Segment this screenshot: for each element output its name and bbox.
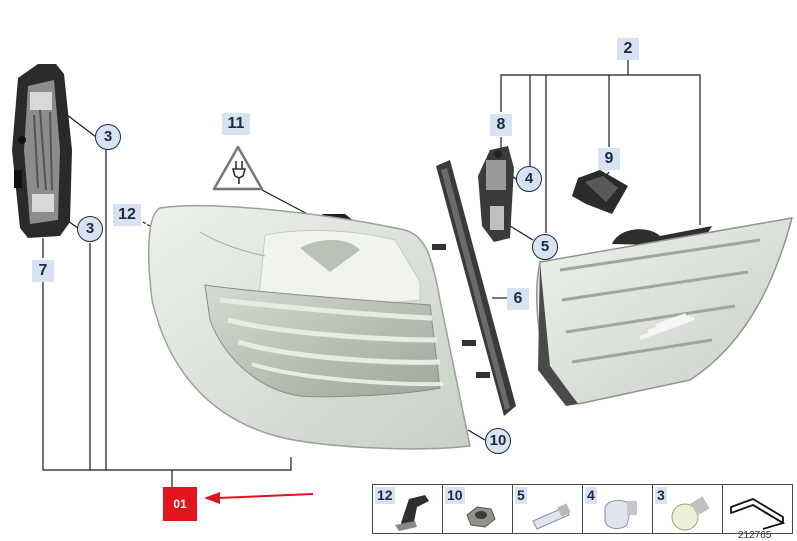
warning-triangle-icon (212, 145, 264, 191)
callout-3-upper[interactable]: 3 (95, 124, 121, 150)
assembly-tag-01[interactable]: 01 (163, 487, 197, 521)
legend-item-nav-arrow[interactable] (723, 485, 792, 533)
legend-number: 10 (445, 487, 465, 504)
callout-4[interactable]: 4 (516, 166, 542, 192)
document-number: 212765 (738, 530, 772, 541)
legend-number: 3 (655, 487, 667, 504)
ball-bulb-icon (671, 496, 710, 531)
callout-11: 11 (222, 113, 250, 135)
outer-tail-light (148, 204, 471, 450)
bulb-carrier-7 (12, 64, 72, 238)
connector-9 (572, 170, 628, 214)
legend-item-nut[interactable]: 10 (443, 485, 513, 533)
callout-7: 7 (32, 260, 54, 282)
legend-item-clip[interactable]: 12 (373, 485, 443, 533)
hex-nut-icon (466, 506, 496, 528)
callout-10[interactable]: 10 (485, 428, 511, 454)
callout-12: 12 (113, 204, 141, 226)
callout-2: 2 (617, 38, 639, 60)
callout-6: 6 (507, 288, 529, 310)
legend-item-wedge-bulb[interactable]: 4 (583, 485, 653, 533)
legend-number: 4 (585, 487, 597, 504)
wedge-bulb-icon (604, 500, 637, 529)
inner-tail-light (535, 217, 794, 406)
bulb-carrier-8 (478, 146, 514, 242)
leader-lines (42, 58, 701, 487)
tubular-bulb-icon (532, 503, 571, 530)
clip-icon (395, 495, 429, 531)
zigzag-arrow-icon (730, 498, 786, 530)
legend-number: 5 (515, 487, 527, 504)
legend-number: 12 (375, 487, 395, 504)
callout-3-lower[interactable]: 3 (77, 216, 103, 242)
legend-item-ball-bulb[interactable]: 3 (653, 485, 723, 533)
callout-9: 9 (598, 148, 620, 170)
gasket-6 (432, 160, 516, 416)
indicator-arrow (204, 492, 314, 504)
callout-8: 8 (490, 114, 512, 136)
parts-legend: 12 10 5 4 3 (372, 484, 793, 534)
legend-item-tubular-bulb[interactable]: 5 (513, 485, 583, 533)
callout-5[interactable]: 5 (532, 234, 558, 260)
